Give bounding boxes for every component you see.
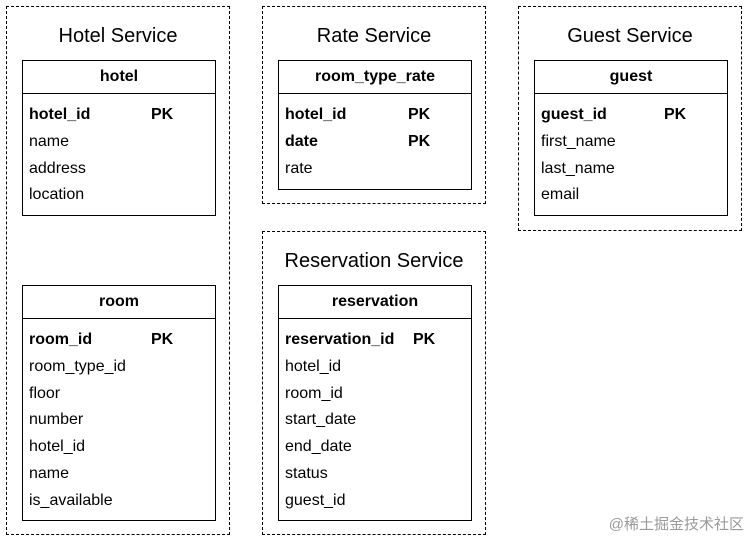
table-row: end_date bbox=[279, 434, 471, 461]
field-name: hotel_id bbox=[29, 438, 86, 456]
primary-key-marker: PK bbox=[413, 331, 436, 348]
table-row: number bbox=[23, 407, 215, 434]
table-row: last_name bbox=[535, 156, 727, 183]
watermark: @稀土掘金技术社区 bbox=[608, 516, 744, 533]
field-name: first_name bbox=[541, 132, 616, 150]
guest-table-name: guest bbox=[535, 61, 727, 94]
reservation-table-fields: reservation_id PK hotel_id room_id start_dat… bbox=[279, 319, 471, 515]
field-name: date bbox=[285, 132, 318, 150]
table-row: hotel_id PK bbox=[23, 102, 215, 129]
hotel-service-title: Hotel Service bbox=[58, 25, 178, 47]
table-row: room_id bbox=[279, 381, 471, 408]
primary-key-marker: PK bbox=[151, 331, 174, 348]
field-name: last_name bbox=[541, 159, 615, 177]
guest-service-title: Guest Service bbox=[567, 25, 693, 47]
table-row: floor bbox=[23, 381, 215, 408]
table-row: is_available bbox=[23, 488, 215, 515]
table-row: email bbox=[535, 182, 727, 209]
field-name: room_type_id bbox=[29, 357, 126, 375]
table-row: hotel_id bbox=[279, 354, 471, 381]
primary-key-marker: PK bbox=[151, 106, 174, 123]
reservation-service-group: Reservation Service reservation reservat… bbox=[262, 231, 486, 535]
field-name: hotel_id bbox=[285, 357, 342, 375]
field-name: email bbox=[541, 186, 580, 204]
hotel-table-fields: hotel_id PK name address location bbox=[23, 94, 215, 209]
field-name: guest_id bbox=[285, 491, 346, 509]
table-row: status bbox=[279, 461, 471, 488]
field-name: room_id bbox=[29, 331, 93, 348]
field-name: is_available bbox=[29, 491, 113, 509]
table-row: name bbox=[23, 461, 215, 488]
field-name: address bbox=[29, 159, 86, 177]
table-row: room_type_id bbox=[23, 354, 215, 381]
field-name: guest_id bbox=[541, 106, 607, 123]
table-row: room_id PK bbox=[23, 327, 215, 354]
field-name: end_date bbox=[285, 438, 352, 456]
table-row: location bbox=[23, 182, 215, 209]
field-name: start_date bbox=[285, 411, 357, 429]
rate-service-title: Rate Service bbox=[316, 25, 432, 47]
room-type-rate-table-name: room_type_rate bbox=[279, 61, 471, 94]
table-row: hotel_id bbox=[23, 434, 215, 461]
field-name: name bbox=[29, 464, 70, 482]
table-row: hotel_id PK bbox=[279, 102, 471, 129]
primary-key-marker: PK bbox=[408, 132, 431, 150]
room-table-name: room bbox=[23, 286, 215, 319]
table-row: rate bbox=[279, 156, 471, 183]
primary-key-marker: PK bbox=[664, 106, 687, 123]
table-row: first_name bbox=[535, 129, 727, 156]
field-name: room_id bbox=[285, 384, 343, 402]
primary-key-marker: PK bbox=[408, 106, 431, 123]
table-row: start_date bbox=[279, 407, 471, 434]
table-row: guest_id PK bbox=[535, 102, 727, 129]
table-row: guest_id bbox=[279, 488, 471, 515]
table-row: reservation_id PK bbox=[279, 327, 471, 354]
table-row: name bbox=[23, 129, 215, 156]
field-name: floor bbox=[29, 384, 61, 402]
field-name: rate bbox=[285, 159, 313, 177]
field-name: location bbox=[29, 186, 85, 204]
field-name: hotel_id bbox=[29, 106, 91, 123]
table-row: date PK bbox=[279, 129, 471, 156]
field-name: reservation_id bbox=[285, 331, 395, 348]
reservation-service-title: Reservation Service bbox=[284, 250, 464, 272]
field-name: hotel_id bbox=[285, 106, 347, 123]
table-row: address bbox=[23, 156, 215, 183]
hotel-table-name: hotel bbox=[23, 61, 215, 94]
reservation-table-name: reservation bbox=[279, 286, 471, 319]
field-name: status bbox=[285, 464, 328, 482]
hotel-table: hotel hotel_id PK name address location bbox=[22, 60, 216, 216]
field-name: number bbox=[29, 411, 84, 429]
field-name: name bbox=[29, 132, 70, 150]
guest-service-group: Guest Service guest guest_id PK first_name… bbox=[518, 6, 742, 231]
